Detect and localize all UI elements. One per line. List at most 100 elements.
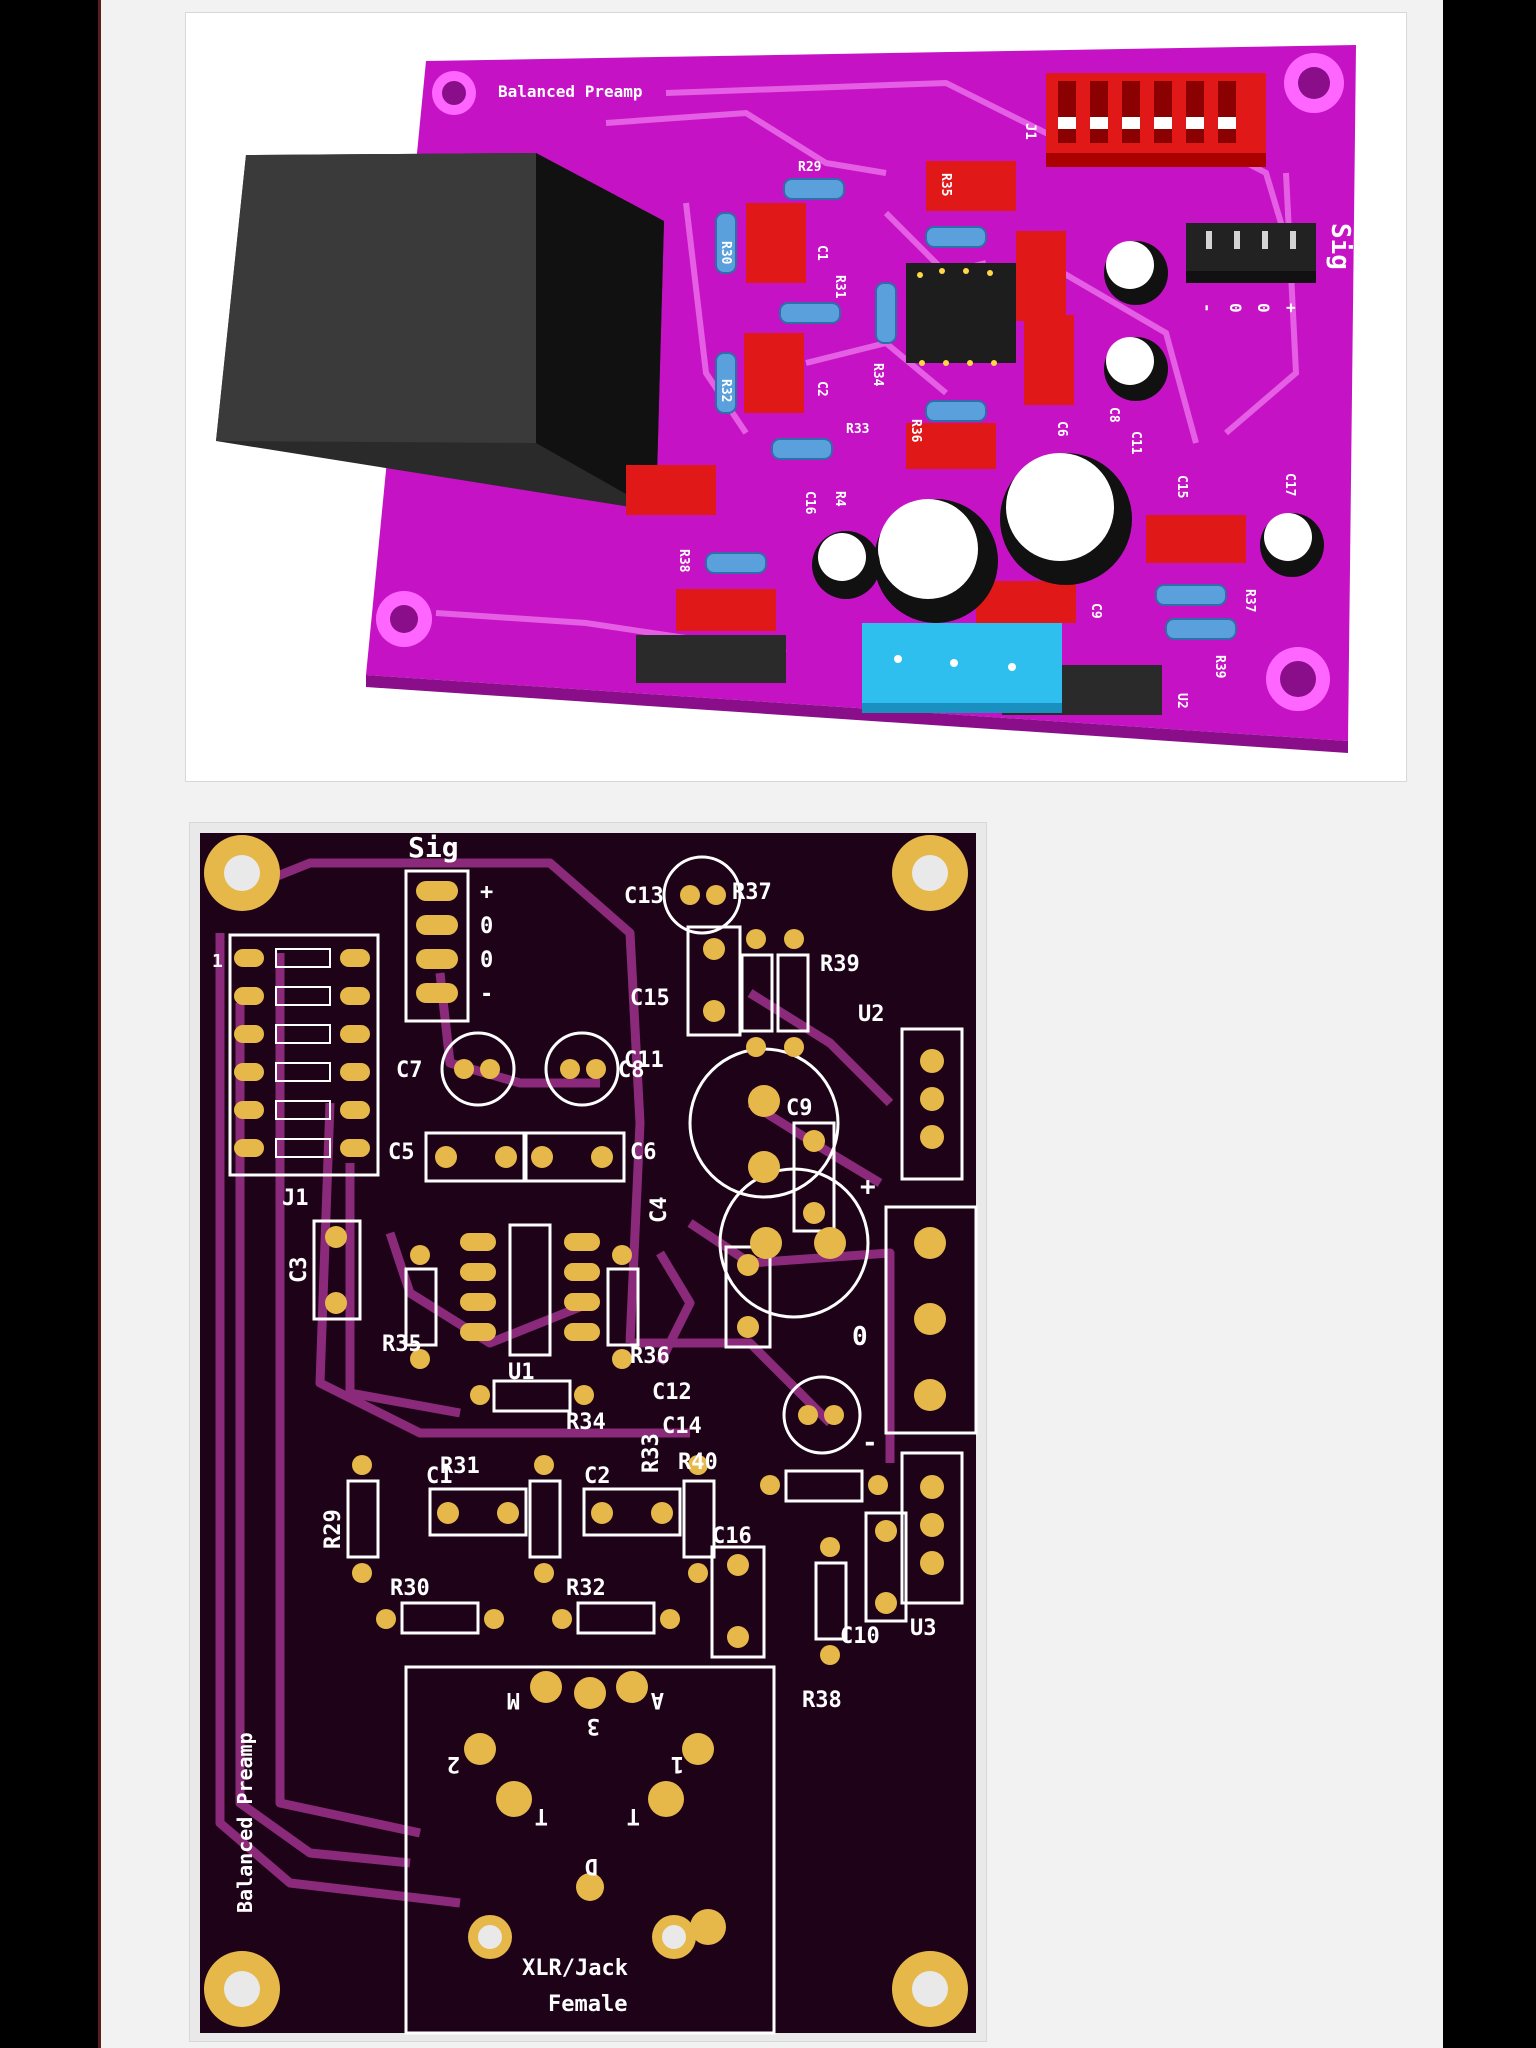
r35-label-3d: R35 (938, 173, 953, 196)
c9-label-3d: C9 (1088, 603, 1103, 619)
jack-1-label: 1 (671, 1751, 684, 1776)
resistor-pads-2d (352, 929, 888, 1665)
r37-label-3d: R37 (1242, 589, 1257, 612)
pcb-3d-mounting-holes (376, 53, 1344, 711)
terminal-block-3d (862, 623, 1062, 703)
resistors-3d (705, 178, 1237, 640)
pin1-label: 1 (212, 951, 223, 972)
r4-label-3d: R4 (832, 491, 847, 507)
c8-label-2d: C8 (618, 1058, 645, 1083)
jack-d-label: D (585, 1853, 598, 1878)
dip-switch-3d (1046, 73, 1266, 167)
zero-mark-2d: 0 (852, 1322, 868, 1352)
c15-label-2d: C15 (630, 986, 670, 1011)
r32-label-2d: R32 (566, 1576, 606, 1601)
c11-label-3d: C11 (1128, 431, 1143, 455)
plus-mark-2d: + (860, 1172, 876, 1202)
c6-label-2d: C6 (630, 1140, 657, 1165)
pcb-3d-render-image: Balanced Preamp J1 (185, 12, 1407, 782)
c4-label-2d: C4 (647, 1197, 672, 1224)
jack-2-label: 2 (447, 1751, 460, 1776)
r38-label-2d: R38 (802, 1688, 842, 1713)
cap-pads-2d (325, 885, 946, 1648)
r33-label-2d: R33 (639, 1433, 664, 1473)
cap-outlines-2d (312, 855, 978, 1659)
r38-label-3d: R38 (676, 549, 691, 573)
pcb-3d-title: Balanced Preamp (498, 82, 643, 101)
page-content-area: Balanced Preamp J1 (98, 0, 1443, 2048)
r40-label-2d: R40 (678, 1450, 718, 1475)
u2-label-3d: U2 (1174, 693, 1189, 709)
electrolytic-caps-3d (812, 241, 1324, 623)
c6-label-3d: C6 (1054, 421, 1069, 437)
c15-label-3d: C15 (1174, 475, 1189, 498)
sig-label-2d: Sig (408, 831, 459, 864)
r32-label-3d: R32 (718, 379, 733, 402)
c1-label-2d: C1 (426, 1464, 453, 1489)
jack-label-2: Female (548, 1992, 627, 2017)
c17-label-3d: C17 (1282, 473, 1297, 496)
r31-label-2d: R31 (440, 1454, 480, 1479)
c2-label-2d: C2 (584, 1464, 611, 1489)
board-title-2d: Balanced Preamp (233, 1732, 257, 1913)
r35-label-2d: R35 (382, 1332, 422, 1357)
u2-label-2d: U2 (858, 1002, 885, 1027)
j1-dip-switch-2d (228, 933, 380, 1177)
pcb-2d-layout-image: Sig + 0 0 - 1 J1 C3 R35 C5 C6 C7 C8 C13 … (189, 822, 987, 2042)
r36-label-3d: R36 (908, 419, 923, 443)
c8-label-3d: C8 (1106, 407, 1121, 423)
header-mark-3d-2: 0 (1226, 303, 1245, 313)
r30-label-2d: R30 (390, 1576, 430, 1601)
c10-label-2d: C10 (840, 1624, 880, 1649)
header-mark-3d-1: - (1198, 303, 1217, 313)
r36-label-2d: R36 (630, 1344, 670, 1369)
c5-label-2d: C5 (388, 1140, 415, 1165)
jack-label-1: XLR/Jack (522, 1956, 628, 1981)
jack-t1-label: T (535, 1803, 548, 1828)
r37-label-2d: R37 (732, 880, 772, 905)
r29-label-2d: R29 (321, 1509, 346, 1549)
r33-label-3d: R33 (846, 422, 869, 437)
c16-label-3d: C16 (802, 491, 817, 515)
c7-label-2d: C7 (396, 1058, 423, 1083)
sig-label-3d: Sig (1325, 223, 1355, 270)
u1-label-2d: U1 (508, 1360, 535, 1385)
r39-label-2d: R39 (820, 952, 860, 977)
jack-3-label: 3 (587, 1713, 600, 1738)
jack-m-label: M (507, 1687, 520, 1712)
jack-t2-label: T (627, 1803, 640, 1828)
u3-label-2d: U3 (910, 1616, 937, 1641)
r29-label-3d: R29 (798, 160, 821, 175)
smd-caps-3d (626, 161, 1246, 631)
c9-label-2d: C9 (786, 1096, 813, 1121)
u1-chip-2d (460, 1223, 600, 1357)
pin-mark-minus: - (480, 982, 493, 1007)
pin-mark-zero-2: 0 (480, 948, 493, 973)
pcb-2d-layout-svg: Sig + 0 0 - 1 J1 C3 R35 C5 C6 C7 C8 C13 … (200, 831, 978, 2035)
j1-label-2d: J1 (282, 1186, 309, 1211)
r31-label-3d: R31 (832, 275, 847, 299)
c14-label-2d: C14 (662, 1414, 702, 1439)
u1-chip-3d (906, 263, 1016, 366)
j1-label-3d: J1 (1022, 123, 1038, 140)
c11-label-2d: C11 (624, 1048, 664, 1073)
headers-3d (636, 623, 1162, 715)
pin-mark-zero-1: 0 (480, 914, 493, 939)
r39-label-3d: R39 (1212, 655, 1227, 678)
pcb-3d-render-svg: Balanced Preamp J1 (216, 45, 1356, 753)
minus-mark-2d: - (862, 1428, 878, 1458)
r30-label-3d: R30 (718, 241, 733, 265)
resistor-outlines-2d (346, 953, 864, 1641)
jack-a-label: A (651, 1687, 664, 1712)
c1-label-3d: C1 (814, 245, 829, 261)
c16-label-2d: C16 (712, 1524, 752, 1549)
header-mark-3d-3: 0 (1254, 303, 1273, 313)
c3-label-2d: C3 (287, 1257, 312, 1284)
c2-label-3d: C2 (814, 381, 829, 397)
r34-label-3d: R34 (870, 363, 885, 387)
sig-header-2d (404, 869, 470, 1023)
pin-mark-plus: + (480, 880, 493, 905)
c12-label-2d: C12 (652, 1380, 692, 1405)
r34-label-2d: R34 (566, 1410, 606, 1435)
pcb-2d-mounting-holes (204, 835, 968, 2027)
